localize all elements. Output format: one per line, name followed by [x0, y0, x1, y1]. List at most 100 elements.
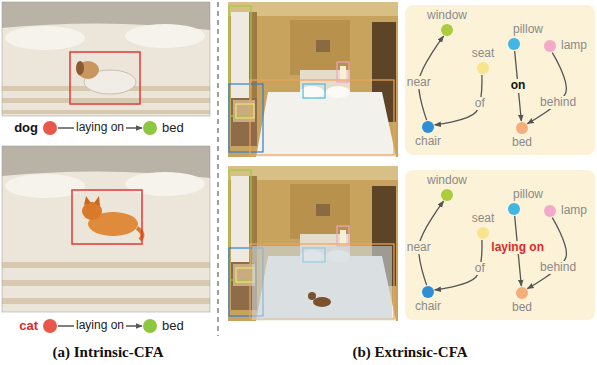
relation-label: laying on: [74, 319, 126, 332]
object-node: cat: [43, 319, 57, 333]
photo-border: [2, 2, 210, 116]
stripe: [2, 110, 210, 114]
node-label: pillow: [513, 188, 543, 201]
node-label: bed: [162, 121, 184, 135]
stripe: [2, 280, 210, 286]
object-node: window: [441, 189, 453, 201]
node-text: lamp: [561, 204, 587, 217]
node-text: bed: [512, 301, 532, 314]
bounding-box: [303, 84, 325, 98]
node-text: bed: [162, 121, 184, 135]
object-node: dog: [43, 121, 57, 135]
relation-label: laying on: [489, 241, 546, 254]
node-text: cat: [19, 319, 38, 333]
object-node: bed: [516, 122, 528, 134]
stripe: [2, 298, 210, 304]
node-label: dog: [14, 121, 38, 135]
dog-ear: [76, 61, 84, 75]
relation-label: behind: [538, 261, 578, 274]
stripe: [2, 98, 210, 103]
chair: [231, 98, 257, 146]
node-label: bed: [162, 319, 184, 333]
object-node: bed: [143, 121, 157, 135]
node-text: seat: [472, 212, 495, 225]
bounding-box: [70, 52, 140, 104]
cat-ears: [84, 196, 100, 206]
bounding-box: [337, 62, 349, 82]
subfigure-caption: (a) Intrinsic-CFA: [53, 344, 164, 361]
node-text: pillow: [513, 188, 543, 201]
node-label: lamp: [561, 39, 587, 52]
window: [231, 12, 249, 112]
cat-photo: [2, 146, 210, 312]
edited-overlay: [252, 246, 392, 320]
bounding-box: [229, 6, 251, 116]
wall: [228, 2, 398, 157]
chair-cushion: [233, 100, 255, 122]
bounding-box: [236, 104, 254, 118]
object-node: chair: [422, 286, 434, 298]
node-text: chair: [415, 300, 441, 313]
node-label: lamp: [561, 204, 587, 217]
picture: [316, 40, 330, 52]
wall: [2, 2, 210, 116]
node-text: chair: [415, 135, 441, 148]
object-node: pillow: [508, 203, 520, 215]
node-label: window: [427, 174, 467, 187]
node-label: pillow: [513, 23, 543, 36]
node-text: bed: [162, 319, 184, 333]
object-node: pillow: [508, 38, 520, 50]
node-text: bed: [512, 136, 532, 149]
pillow: [326, 86, 350, 98]
node-label: bed: [512, 136, 532, 149]
node-text: lamp: [561, 39, 587, 52]
node-text: seat: [472, 47, 495, 60]
relation-arrow: [527, 53, 566, 124]
node-label: bed: [512, 301, 532, 314]
bedspread: [2, 171, 210, 312]
node-text: window: [427, 9, 467, 22]
bounding-box: [229, 84, 263, 152]
bedspread: [2, 23, 210, 116]
dog-photo: [2, 2, 210, 116]
pillow: [125, 172, 205, 196]
lamp: [340, 66, 346, 80]
node-text: window: [427, 174, 467, 187]
relation-label: on: [509, 79, 528, 92]
relation-label: near: [405, 241, 433, 254]
bedroom-photo-copy: [228, 166, 398, 321]
pillow: [5, 26, 85, 50]
node-text: pillow: [513, 23, 543, 36]
bounding-box: [250, 80, 394, 155]
dog-head: [77, 61, 99, 79]
wall: [2, 146, 210, 312]
divider: [218, 2, 219, 336]
object-node: window: [441, 24, 453, 36]
object-node: lamp: [544, 40, 556, 52]
object-node: bed: [516, 287, 528, 299]
object-node: lamp: [544, 205, 556, 217]
object-node: bed: [143, 319, 157, 333]
pillow: [125, 24, 205, 48]
pillow: [5, 174, 85, 198]
node-label: seat: [472, 212, 495, 225]
node-label: seat: [472, 47, 495, 60]
node-label: window: [427, 9, 467, 22]
object-node: seat: [477, 62, 489, 74]
graph-panel: [405, 5, 595, 155]
photo-border: [2, 146, 210, 312]
object-node: seat: [477, 227, 489, 239]
pillow: [300, 86, 324, 98]
subfigure-caption: (b) Extrinsic-CFA: [352, 344, 467, 361]
dog-figure: [313, 297, 331, 307]
relation-label: of: [473, 97, 487, 110]
bed: [256, 92, 396, 157]
bedroom-photo: [228, 2, 398, 157]
dog-figure-head: [308, 292, 316, 300]
relation-label: of: [473, 262, 487, 275]
node-label: chair: [415, 300, 441, 313]
stripe: [2, 262, 210, 268]
